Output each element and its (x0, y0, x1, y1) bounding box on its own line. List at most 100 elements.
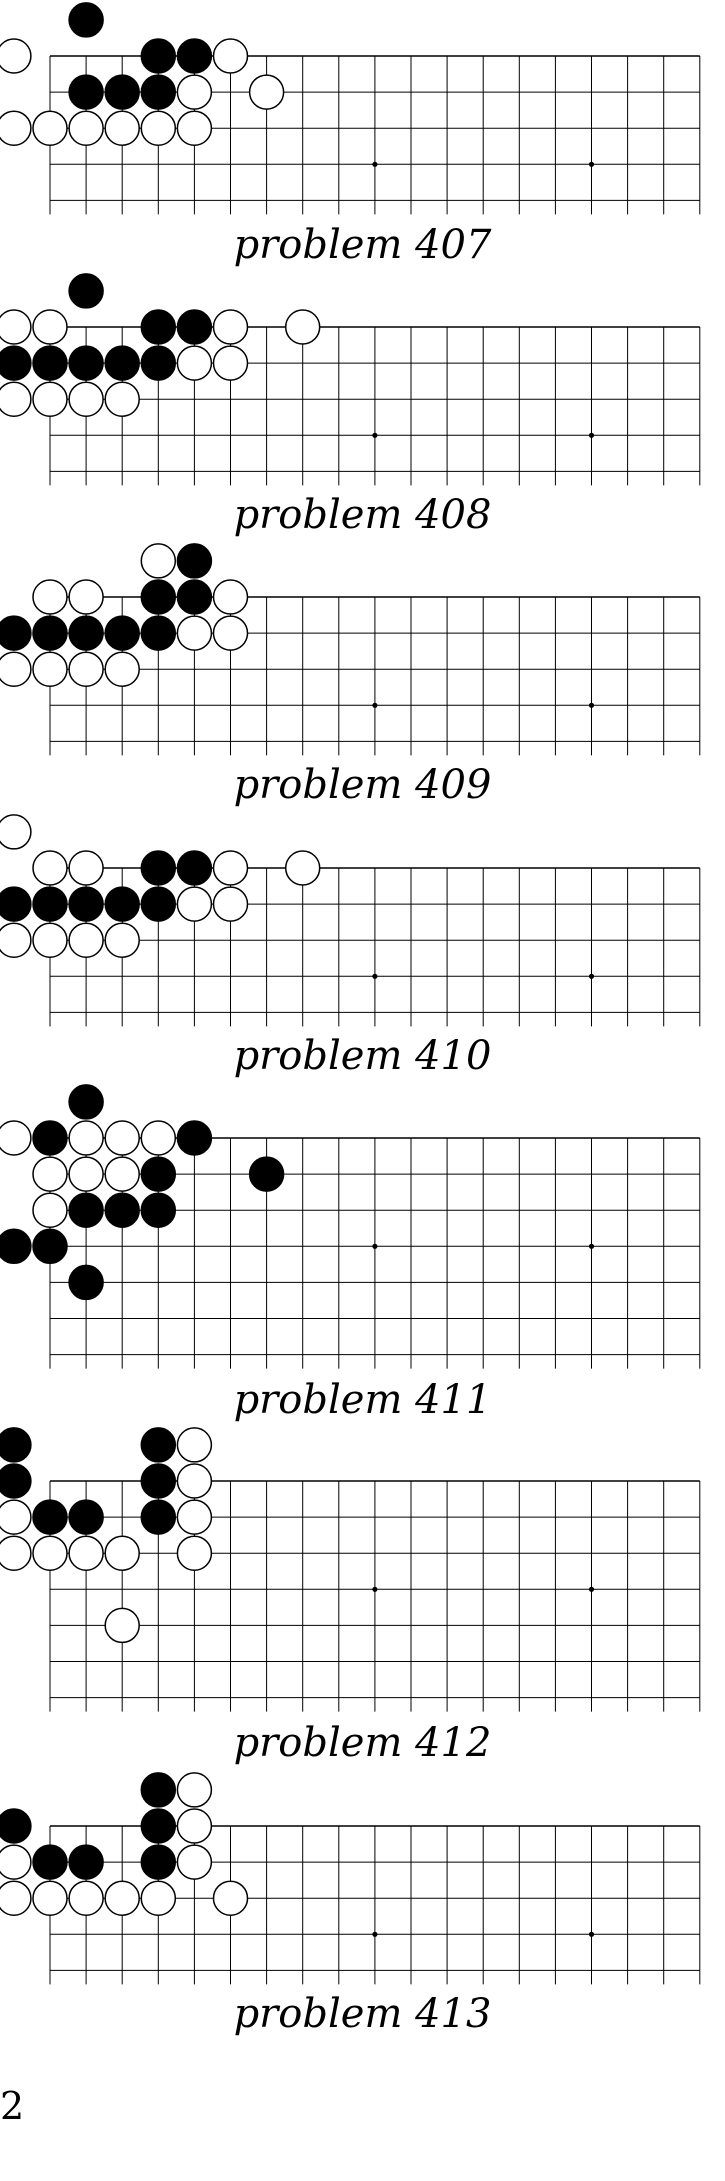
problem-caption: problem 412 (233, 1720, 492, 1766)
white-stone (176, 886, 213, 922)
black-stone (140, 615, 177, 651)
hoshi-point (372, 973, 378, 979)
black-stone (68, 1499, 104, 1535)
black-stone (140, 1427, 177, 1463)
white-stone (176, 1772, 213, 1808)
black-stone (32, 886, 68, 922)
black-stone (140, 579, 177, 615)
black-stone (68, 615, 104, 651)
black-stone (248, 1156, 285, 1192)
black-stone (104, 345, 140, 381)
white-stone (212, 38, 249, 74)
black-stone (104, 1192, 140, 1228)
white-stone (176, 1535, 213, 1571)
black-stone (68, 345, 104, 381)
hoshi-point (588, 1931, 595, 1937)
white-stone (68, 1156, 104, 1192)
hoshi-point (372, 432, 378, 438)
black-stone (32, 345, 68, 381)
black-stone (176, 309, 213, 345)
white-stone (176, 74, 213, 110)
white-stone (176, 1463, 213, 1499)
black-stone (0, 345, 32, 381)
white-stone (32, 1880, 68, 1916)
hoshi-point (372, 1243, 378, 1249)
black-stone (104, 886, 140, 922)
white-stone (104, 1156, 140, 1192)
white-stone (0, 38, 32, 74)
hoshi-point (372, 161, 378, 167)
hoshi-point (588, 1586, 595, 1592)
white-stone (212, 1880, 249, 1916)
black-stone (140, 886, 177, 922)
black-stone (32, 615, 68, 651)
white-stone (104, 1880, 140, 1916)
problem-caption: problem 407 (233, 222, 492, 268)
hoshi-point (372, 1931, 378, 1937)
black-stone (104, 615, 140, 651)
white-stone (32, 381, 68, 417)
black-stone (68, 74, 104, 110)
white-stone (0, 1120, 32, 1156)
black-stone (176, 38, 213, 74)
hoshi-point (588, 1243, 595, 1249)
page-number: 2 (0, 2084, 25, 2128)
white-stone (0, 1880, 32, 1916)
problem-caption: problem 411 (233, 1377, 492, 1423)
white-stone (140, 1880, 177, 1916)
white-stone (176, 615, 213, 651)
white-stone (176, 1808, 213, 1844)
white-stone (32, 1192, 68, 1228)
white-stone (68, 381, 104, 417)
white-stone (68, 579, 104, 615)
black-stone (32, 1120, 68, 1156)
white-stone (32, 1156, 68, 1192)
white-stone (32, 850, 68, 886)
white-stone (0, 110, 32, 146)
black-stone (0, 1808, 32, 1844)
black-stone (140, 1499, 177, 1535)
black-stone (68, 1844, 104, 1880)
white-stone (68, 1120, 104, 1156)
white-stone (104, 1607, 140, 1644)
black-stone (140, 1772, 177, 1808)
white-stone (284, 309, 321, 345)
white-stone (68, 922, 104, 958)
white-stone (176, 1499, 213, 1535)
white-stone (68, 651, 104, 687)
black-stone (140, 1808, 177, 1844)
problem-caption: problem 410 (233, 1033, 492, 1079)
black-stone (32, 1228, 68, 1265)
white-stone (140, 110, 177, 146)
black-stone (140, 38, 177, 74)
white-stone (68, 1535, 104, 1571)
white-stone (0, 309, 32, 345)
white-stone (32, 1535, 68, 1571)
black-stone (68, 273, 104, 309)
white-stone (212, 886, 249, 922)
white-stone (32, 922, 68, 958)
hoshi-point (588, 432, 595, 438)
white-stone (32, 110, 68, 146)
white-stone (0, 1844, 32, 1880)
white-stone (0, 1499, 32, 1535)
black-stone (68, 1084, 104, 1120)
black-stone (0, 1228, 32, 1265)
black-stone (140, 309, 177, 345)
black-stone (68, 886, 104, 922)
white-stone (32, 651, 68, 687)
black-stone (0, 886, 32, 922)
black-stone (140, 1192, 177, 1228)
white-stone (104, 110, 140, 146)
black-stone (140, 850, 177, 886)
black-stone (32, 1844, 68, 1880)
white-stone (140, 543, 177, 579)
black-stone (104, 74, 140, 110)
black-stone (140, 1156, 177, 1192)
white-stone (68, 850, 104, 886)
black-stone (68, 1192, 104, 1228)
